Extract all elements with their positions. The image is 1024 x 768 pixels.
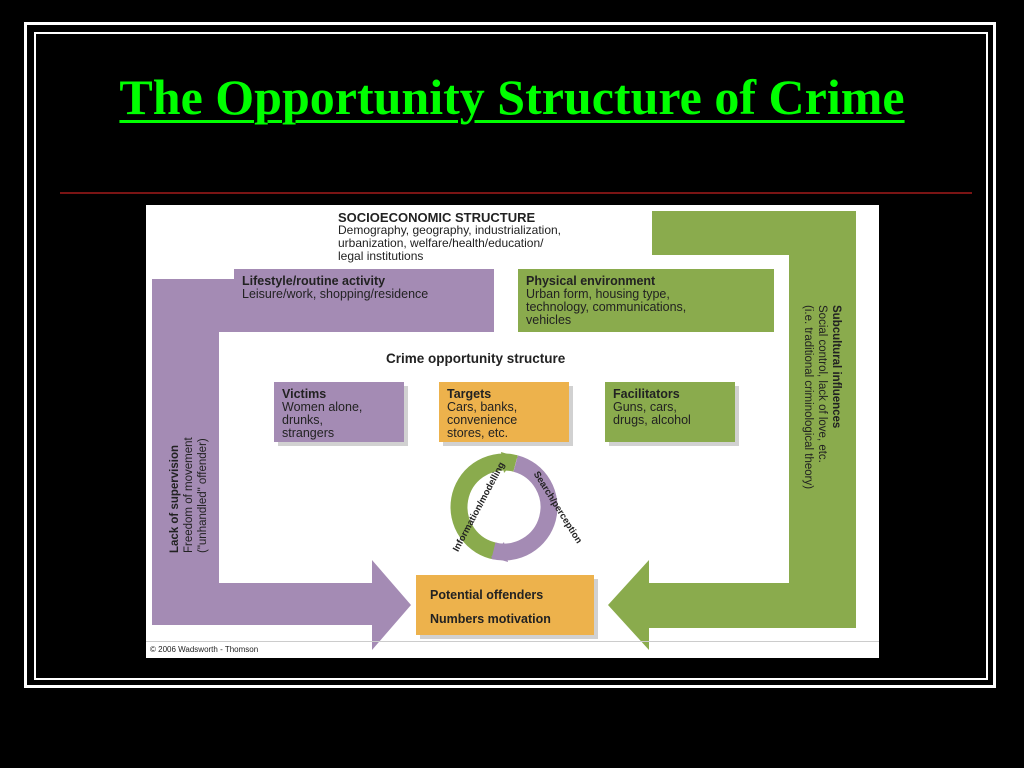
facilitators-line-2: drugs, alcohol: [613, 413, 691, 427]
targets-heading: Targets: [447, 387, 492, 401]
cycle-arrowhead-top: [501, 452, 518, 473]
subcultural-line-2: (i.e. traditional criminological theory): [802, 305, 814, 490]
targets-line-2: convenience: [447, 413, 518, 427]
physical-line-1: Urban form, housing type,: [526, 287, 670, 301]
lifestyle-heading: Lifestyle/routine activity: [242, 274, 386, 288]
lifestyle-line-1: Leisure/work, shopping/residence: [242, 287, 429, 301]
victims-line-1: Women alone,: [282, 400, 363, 414]
potential-offenders-box: Potential offenders Numbers motivation: [416, 575, 594, 635]
crime-opportunity-title: Crime opportunity structure: [386, 351, 566, 366]
slide-frame-outer: [24, 22, 996, 688]
targets-line-3: stores, etc.: [447, 426, 509, 440]
physical-environment-box: Physical environment Urban form, housing…: [518, 269, 774, 332]
facilitators-line-1: Guns, cars,: [613, 400, 677, 414]
victims-box: Victims Women alone, drunks, strangers: [274, 382, 404, 442]
socioeconomic-line-1: Demography, geography, industrialization…: [338, 223, 562, 237]
title-divider: [60, 192, 972, 194]
victims-line-2: drunks,: [282, 413, 323, 427]
victims-line-3: strangers: [282, 426, 335, 440]
slide-frame-inner: [34, 32, 988, 680]
physical-heading: Physical environment: [526, 274, 656, 288]
subcultural-block: Subcultural influences Social control, l…: [801, 305, 843, 489]
diagram-panel: SOCIOECONOMIC STRUCTURE Demography, geog…: [146, 205, 879, 658]
supervision-arrow: [152, 279, 411, 650]
physical-line-2: technology, communications,: [526, 300, 687, 314]
cycle-arrowhead-bottom: [491, 542, 508, 562]
subcultural-arrow: [608, 211, 856, 650]
supervision-heading: Lack of supervision: [169, 444, 181, 553]
slide-title: The Opportunity Structure of Crime: [119, 69, 905, 125]
lifestyle-box: Lifestyle/routine activity Leisure/work,…: [234, 269, 494, 332]
cycle-ring-purple: [450, 453, 558, 561]
copyright-text: © 2006 Wadsworth - Thomson: [150, 645, 259, 654]
facilitators-heading: Facilitators: [613, 387, 680, 401]
supervision-block: Lack of supervision Freedom of movement …: [168, 437, 210, 553]
offenders-line-2: Numbers motivation: [430, 612, 551, 626]
victims-heading: Victims: [282, 387, 327, 401]
socioeconomic-heading: SOCIOECONOMIC STRUCTURE: [338, 210, 536, 225]
subcultural-line-1: Social control, lack of love, etc.: [816, 305, 828, 463]
socioeconomic-block: SOCIOECONOMIC STRUCTURE Demography, geog…: [338, 211, 658, 263]
diagram-connectors: [152, 211, 856, 650]
supervision-line-2: ("unhandled" offender): [197, 438, 209, 553]
subcultural-heading: Subcultural influences: [830, 305, 842, 429]
facilitators-box: Facilitators Guns, cars, drugs, alcohol: [605, 382, 735, 442]
targets-box: Targets Cars, banks, convenience stores,…: [439, 382, 569, 442]
copyright-divider: [146, 641, 879, 642]
socioeconomic-line-3: legal institutions: [338, 249, 424, 263]
socioeconomic-line-2: urbanization, welfare/health/education/: [338, 236, 544, 250]
targets-line-1: Cars, banks,: [447, 400, 518, 414]
physical-line-3: vehicles: [526, 313, 572, 327]
supervision-line-1: Freedom of movement: [183, 437, 195, 553]
offenders-line-1: Potential offenders: [430, 588, 544, 602]
